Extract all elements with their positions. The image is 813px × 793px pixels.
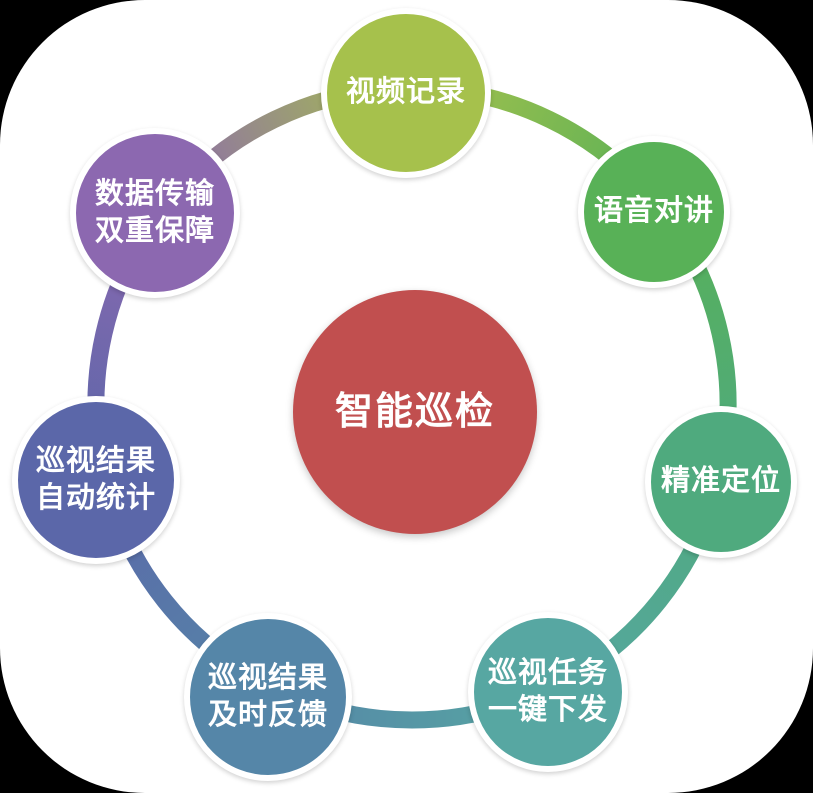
node-label: 视频记录 — [345, 76, 466, 109]
node-label: 精准定位 — [660, 465, 781, 498]
node-task-dispatch: 巡视任务 一键下发 — [468, 612, 628, 772]
node-result-statistics: 巡视结果 自动统计 — [12, 396, 180, 564]
node-data-transmission: 数据传输 双重保障 — [70, 128, 240, 298]
node-label: 数据传输 双重保障 — [94, 177, 215, 247]
node-label: 巡视任务 一键下发 — [487, 656, 608, 726]
node-label: 语音对讲 — [593, 195, 714, 228]
node-voice-intercom: 语音对讲 — [578, 136, 730, 288]
node-result-feedback: 巡视结果 及时反馈 — [184, 613, 352, 781]
center-title: 智能巡检 — [334, 390, 495, 433]
node-precise-positioning: 精准定位 — [645, 406, 797, 558]
node-label: 巡视结果 自动统计 — [35, 444, 156, 514]
node-label: 巡视结果 及时反馈 — [207, 661, 328, 731]
node-center-smart-inspection: 智能巡检 — [293, 290, 537, 534]
node-video-recording: 视频记录 — [321, 8, 491, 178]
